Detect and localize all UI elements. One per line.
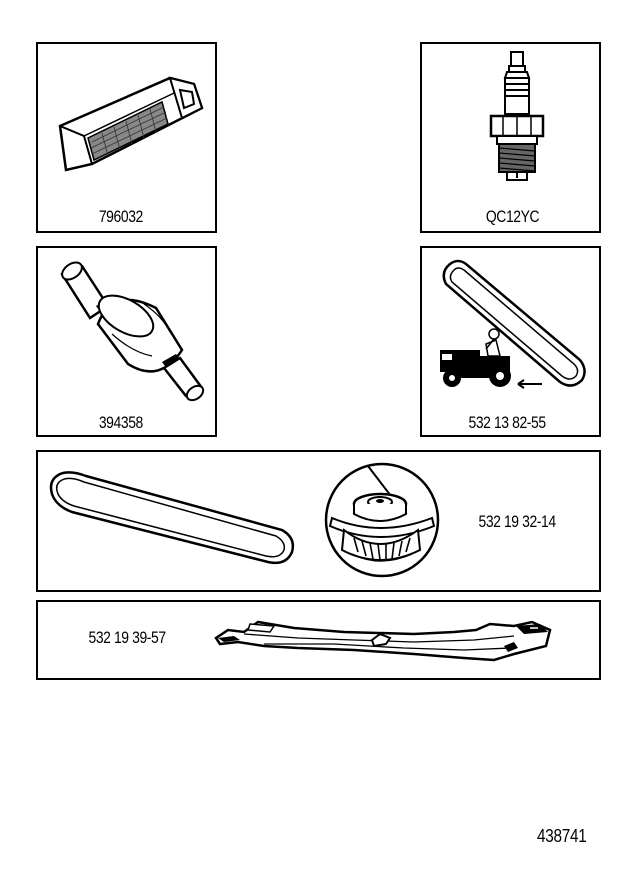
blade-illustration xyxy=(214,620,552,662)
part-number-label: 394358 xyxy=(98,413,143,432)
part-number-label: 532 13 82-55 xyxy=(468,413,546,432)
fuel-filter-panel: 394358 xyxy=(36,246,217,437)
mower-belt-pulley-panel: 532 19 32-14 xyxy=(36,450,601,592)
mower-belt-illustration xyxy=(49,471,295,565)
arrow-icon xyxy=(517,379,542,389)
spark-plug-panel: QC12YC xyxy=(420,42,601,233)
air-filter-panel: 796032 xyxy=(36,42,217,233)
part-number-label: 796032 xyxy=(98,207,143,226)
fuel-filter-illustration xyxy=(60,261,205,402)
air-filter-illustration xyxy=(58,76,204,172)
drive-belt-panel: 532 13 82-55 xyxy=(420,246,601,437)
pulley-illustration xyxy=(324,462,440,578)
part-number-label: 532 19 39-57 xyxy=(88,628,166,647)
part-number-label: 532 19 32-14 xyxy=(478,512,556,531)
part-number-label: QC12YC xyxy=(485,207,540,226)
reference-number: 438741 xyxy=(537,826,587,846)
blade-panel: 532 19 39-57 xyxy=(36,600,601,680)
spark-plug-illustration xyxy=(489,51,545,181)
drive-belt-illustration xyxy=(440,259,586,389)
tractor-icon xyxy=(440,328,511,387)
